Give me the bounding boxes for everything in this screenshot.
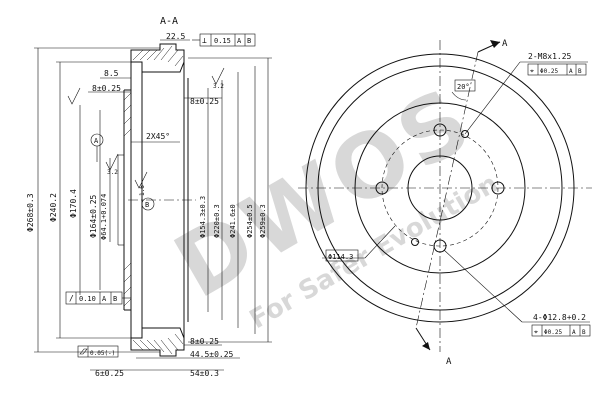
- dim-h8a: 8±0.25: [92, 84, 121, 93]
- angle-note: 20°: [451, 79, 476, 101]
- outer-rim-circle: [305, 53, 575, 323]
- section-title: A-A: [160, 16, 178, 27]
- surface-finish-side-value: 1.6: [139, 185, 146, 196]
- angle-20-label: 20°: [457, 83, 470, 91]
- thread-callout: 2-M8x1.25 ⌖ Φ0.25 A B: [520, 52, 588, 76]
- dim-d268: Φ268±0.3: [26, 193, 35, 232]
- thread-fcf-datum2: B: [578, 68, 582, 75]
- dim-d154: Φ154.3±0.3: [199, 196, 207, 238]
- dim-h6: 6±0.25: [95, 369, 124, 378]
- fcf-flatness-value: 0.05(-): [90, 350, 115, 357]
- pcd-label: Φ114.3: [328, 253, 353, 261]
- chamfer-note: 2X45°: [146, 132, 170, 141]
- section-label-bottom: A: [446, 357, 452, 367]
- dim-d240: Φ240.2: [49, 193, 58, 222]
- watermark: DWOS For Safer Evolution: [158, 67, 503, 335]
- vertical-dimension-labels: Φ268±0.3 Φ240.2 Φ170.4 Φ164±0.25 Φ64.1+0…: [26, 189, 267, 240]
- bolt-hole-right: [491, 181, 505, 195]
- fcf-top-symbol: ⊥: [202, 36, 207, 45]
- dim-d259: Φ259±0.3: [259, 204, 267, 238]
- dim-h8b: 8±0.25: [190, 97, 219, 106]
- fcf-left-datum2: B: [113, 295, 117, 303]
- datum-a-label: A: [94, 137, 99, 145]
- thread-hole-lower: [411, 238, 419, 246]
- wheel-bolt-holes: [375, 123, 505, 253]
- section-hatching: [123, 45, 184, 355]
- hole-fcf-symbol: ⌖: [534, 328, 538, 336]
- hole-fcf-datum2: B: [582, 329, 586, 336]
- fcf-top: ⊥ 0.15 A B: [192, 33, 256, 47]
- hub-face-circle: [354, 102, 526, 274]
- bolt-hole-top: [433, 123, 447, 137]
- dim-d254: Φ254±0.5: [246, 204, 254, 238]
- thread-fcf-datum1: A: [569, 68, 573, 75]
- horizontal-dimension-lines: [88, 39, 240, 371]
- surface-finish-top: 3.2: [211, 67, 225, 90]
- threaded-holes: [411, 61, 521, 246]
- vertical-dimension-lines: [34, 47, 272, 353]
- dim-d220: Φ220±0.3: [213, 204, 221, 238]
- fcf-left-datum1: A: [102, 295, 107, 303]
- dim-d241: Φ241.6±0: [229, 204, 237, 238]
- datum-b-marker: B: [141, 197, 155, 211]
- hole-callout: 4-Φ12.8+0.2 ⌖ Φ0.25 A B: [443, 249, 591, 337]
- surface-finish-top-value: 3.2: [213, 83, 224, 90]
- dim-d64: Φ64.1+0.074: [100, 194, 108, 240]
- drum-section-profile: [117, 43, 189, 357]
- fcf-flatness: 0.05(-): [77, 345, 119, 358]
- thread-fcf-symbol: ⌖: [530, 67, 534, 75]
- dim-h445: 44.5±0.25: [190, 350, 234, 359]
- fcf-top-value: 0.15: [214, 37, 231, 45]
- hole-fcf-value: Φ0.25: [544, 329, 562, 336]
- thread-fcf-value: Φ0.25: [540, 68, 558, 75]
- section-label-top: A: [502, 39, 508, 49]
- section-cut-line: A A: [415, 39, 508, 367]
- drum-inner-circle: [317, 65, 563, 311]
- dim-h22: 22.5: [166, 32, 185, 41]
- bolt-hole-left: [375, 181, 389, 195]
- dim-h85: 8.5: [104, 69, 119, 78]
- datum-a-marker: A: [90, 133, 104, 162]
- thread-spec: 2-M8x1.25: [528, 52, 572, 61]
- surface-finish-mid-value: 3.2: [107, 169, 118, 176]
- hole-fcf-datum1: A: [572, 329, 576, 336]
- front-view: A A 20° 2-M8x1.25: [298, 39, 592, 367]
- surface-finish-left: [67, 87, 81, 105]
- dim-d170: Φ170.4: [69, 189, 78, 218]
- section-view: A-A: [26, 16, 272, 378]
- hole-spec: 4-Φ12.8+0.2: [533, 313, 586, 322]
- fcf-left: / 0.10 A B: [65, 291, 131, 305]
- thread-hole-upper: [461, 130, 469, 138]
- dim-h8c: 8±0.25: [190, 337, 219, 346]
- dim-h54: 54±0.3: [190, 369, 219, 378]
- datum-b-label: B: [145, 201, 149, 209]
- pcd-callout: Φ114.3: [322, 225, 396, 262]
- surface-finish-side: 1.6: [134, 171, 148, 196]
- fcf-left-value: 0.10: [79, 295, 96, 303]
- center-bore-circle: [407, 155, 473, 221]
- bolt-hole-bottom: [433, 239, 447, 253]
- fcf-top-datum1: A: [237, 37, 242, 45]
- bolt-circle-pcd: [381, 129, 499, 247]
- surface-finish-mid: 3.2: [105, 153, 119, 176]
- fcf-left-symbol: /: [69, 294, 74, 303]
- fcf-top-datum2: B: [247, 37, 251, 45]
- dim-d164: Φ164±0.25: [89, 194, 98, 238]
- horizontal-dimension-labels: 22.5 8.5 8±0.25 8±0.25 8±0.25 44.5±0.25 …: [92, 32, 234, 378]
